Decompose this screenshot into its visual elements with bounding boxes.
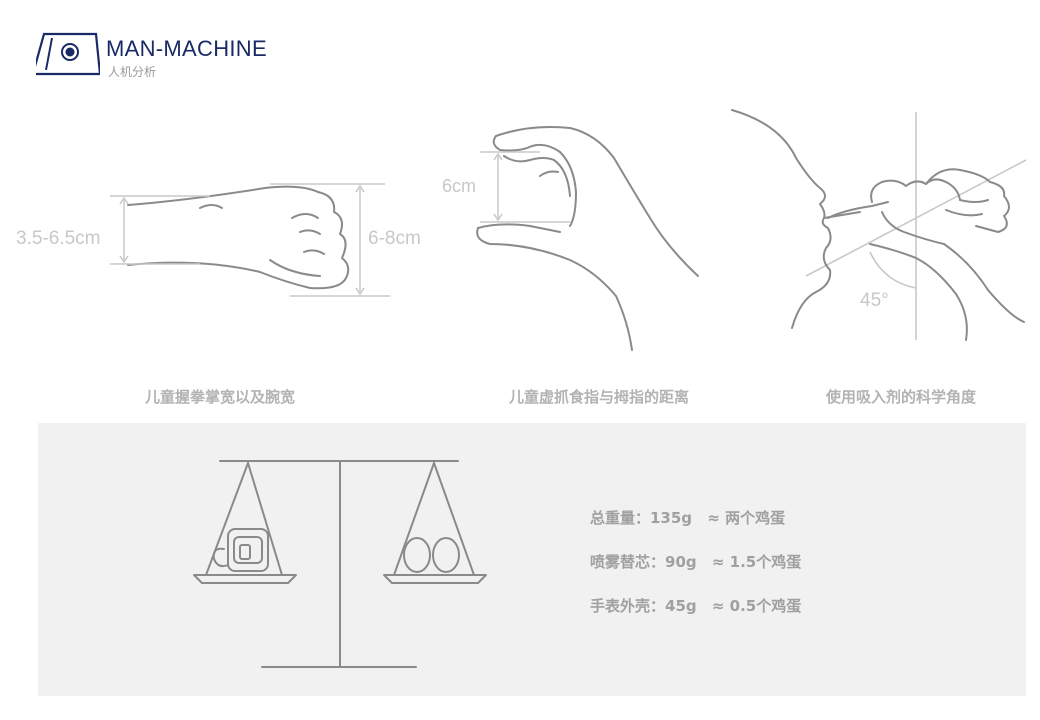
wrist-width-label: 3.5-6.5cm (16, 228, 101, 249)
panel-angle: 45° (720, 100, 1040, 380)
palm-width-label: 6-8cm (368, 228, 421, 249)
spec-spray-refill: 喷雾替芯：90g ≈ 1.5个鸡蛋 (590, 551, 801, 595)
angle-label: 45° (860, 290, 889, 311)
panel-fist: 3.5-6.5cm 6-8cm (0, 100, 421, 380)
header: MAN-MACHINE 人机分析 (36, 30, 356, 82)
spec-label: 手表外壳：45g (590, 597, 697, 615)
weight-specs: 总重量：135g ≈ 两个鸡蛋 喷雾替芯：90g ≈ 1.5个鸡蛋 手表外壳：4… (590, 507, 801, 639)
panel-pinch: 6cm (420, 100, 720, 380)
brand-title: MAN-MACHINE (106, 36, 267, 61)
spec-equiv: ≈ 0.5个鸡蛋 (711, 597, 802, 615)
inhaler-angle-icon (731, 109, 1027, 341)
spec-watch-case: 手表外壳：45g ≈ 0.5个鸡蛋 (590, 595, 801, 639)
panel-fist-caption: 儿童握拳掌宽以及腕宽 (144, 388, 295, 406)
panel-angle-caption: 使用吸入剂的科学角度 (825, 388, 976, 406)
spec-total-weight: 总重量：135g ≈ 两个鸡蛋 (590, 507, 801, 551)
brand-subtitle: 人机分析 (108, 65, 157, 79)
pinch-hand-icon (476, 126, 699, 351)
grip-distance-label: 6cm (442, 176, 477, 196)
spec-equiv: ≈ 1.5个鸡蛋 (711, 553, 802, 571)
weight-section: 总重量：135g ≈ 两个鸡蛋 喷雾替芯：90g ≈ 1.5个鸡蛋 手表外壳：4… (38, 423, 1026, 696)
spec-equiv: ≈ 两个鸡蛋 (707, 509, 786, 527)
logo-icon (36, 32, 100, 76)
spec-label: 喷雾替芯：90g (590, 553, 697, 571)
spec-label: 总重量：135g (590, 509, 693, 527)
balance-scale-icon (193, 460, 487, 668)
fist-icon (110, 183, 390, 297)
panel-pinch-caption: 儿童虚抓食指与拇指的距离 (508, 388, 689, 406)
